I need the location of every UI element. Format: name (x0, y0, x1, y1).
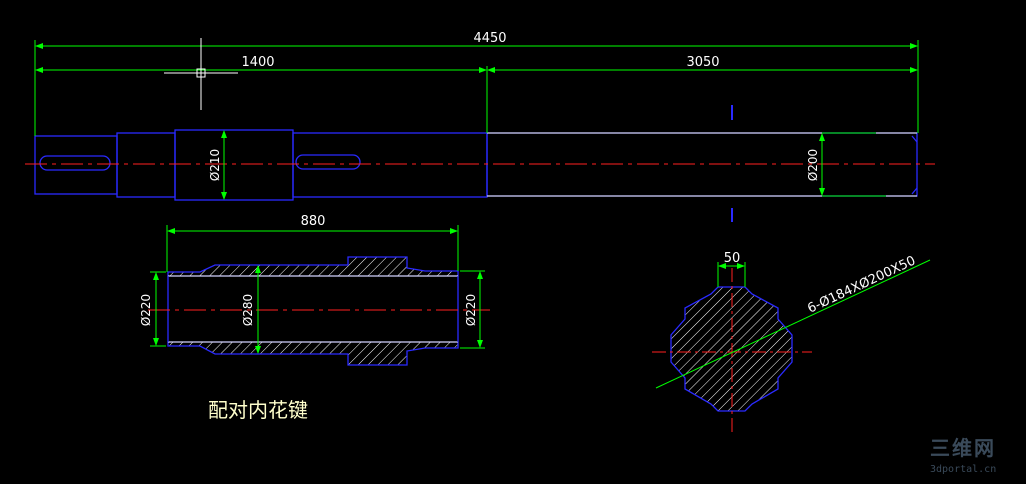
shaft-outline (34, 129, 918, 201)
spline-cross-section: 50 6-Ø184XØ200X50 (652, 251, 931, 432)
hub-lower-hatch (167, 341, 459, 366)
watermark-main: 三维网 (930, 436, 996, 460)
dim-shaft-dia-right: Ø200 (806, 149, 820, 181)
watermark-sub: 3dportal.cn (930, 464, 996, 475)
shaft-dimensions (34, 40, 919, 200)
shaft-view: 4450 1400 3050 Ø210 Ø200 (25, 31, 935, 222)
hub-bore-lines (168, 275, 458, 343)
hub-section-view: 880 Ø220 Ø280 Ø220 配对内花键 (139, 214, 490, 422)
dim-left-section: 1400 (241, 55, 274, 70)
hub-upper-hatch (167, 256, 459, 277)
dim-shaft-dia-mid: Ø210 (208, 149, 222, 181)
dim-hub-dia-left: Ø220 (139, 294, 153, 326)
hub-end-lines (167, 276, 459, 342)
dim-spline-spec: 6-Ø184XØ200X50 (805, 253, 918, 316)
dim-hub-length: 880 (301, 214, 326, 229)
dim-overall-length: 4450 (473, 31, 506, 46)
hub-dimensions (150, 225, 485, 354)
dim-spline-width: 50 (724, 251, 741, 266)
dim-hub-dia-right: Ø220 (464, 294, 478, 326)
watermark-logo: 三维网 3dportal.cn (930, 436, 996, 475)
crosshair-cursor (164, 38, 238, 110)
dim-right-section: 3050 (686, 55, 719, 70)
dim-hub-dia-center: Ø280 (241, 294, 255, 326)
hub-caption: 配对内花键 (208, 398, 308, 422)
spline-dimensions (655, 259, 931, 389)
